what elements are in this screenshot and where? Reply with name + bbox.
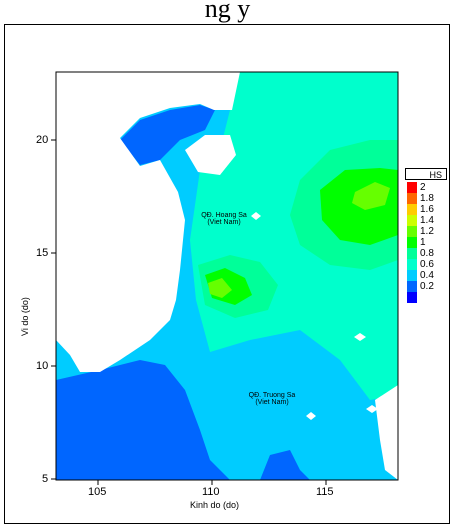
- x-tick-label: 110: [202, 486, 220, 498]
- x-tick-label: 105: [88, 486, 107, 498]
- y-tick-label: 5: [42, 473, 49, 485]
- legend-swatch: [407, 292, 417, 303]
- y-tick-label: 10: [36, 360, 49, 372]
- legend-item: 1.4: [405, 215, 449, 226]
- legend-swatch: [407, 182, 417, 193]
- legend-label: 1: [420, 237, 426, 248]
- island-label-hoang-sa: QĐ. Hoang Sa (Viet Nam): [201, 212, 247, 226]
- island-truong-sa: [306, 412, 316, 420]
- legend-item: 1.6: [405, 204, 449, 215]
- top-text: ng y: [204, 0, 251, 23]
- x-axis-title: Kinh do (do): [190, 500, 240, 510]
- legend-label: 0.8: [420, 248, 434, 259]
- contour-gulf: [120, 105, 215, 165]
- x-tick-label: 115: [316, 486, 334, 498]
- legend-label: 0.2: [420, 281, 434, 292]
- contour-1-2-core-ne: [352, 182, 390, 210]
- legend-item: 1.8: [405, 193, 449, 204]
- legend-swatch: [407, 237, 417, 248]
- legend-swatch: [407, 193, 417, 204]
- island-east-1: [354, 333, 366, 341]
- land-mainland: [56, 72, 240, 372]
- y-axis-title: Vi do (do): [20, 297, 30, 336]
- island-east-2: [366, 405, 378, 413]
- legend-item: 0.8: [405, 248, 449, 259]
- contour-0-2-band: [56, 360, 230, 480]
- plot-border: [55, 71, 399, 481]
- contour-1-2-core-c: [208, 278, 232, 298]
- legend-item: 1.2: [405, 226, 449, 237]
- legend-item: [405, 292, 449, 303]
- y-ticks: [51, 139, 56, 480]
- legend-label: 1.4: [420, 215, 434, 226]
- land-hainan: [185, 135, 236, 175]
- x-ticks: [97, 480, 327, 485]
- legend-item: 0.6: [405, 259, 449, 270]
- legend-label: 0.6: [420, 259, 434, 270]
- legend-swatch: [407, 204, 417, 215]
- island-label-truong-sa: QĐ. Truong Sa (Viet Nam): [248, 392, 296, 406]
- legend-swatch: [407, 248, 417, 259]
- y-tick-label: 15: [36, 247, 49, 259]
- legend-label: 0.4: [420, 270, 434, 281]
- legend-label: 2: [420, 182, 426, 193]
- legend-swatch: [407, 215, 417, 226]
- legend-item: 0.2: [405, 281, 449, 292]
- legend-swatch: [407, 259, 417, 270]
- map-plot-area: [56, 72, 398, 480]
- land-borneo: [375, 385, 398, 480]
- legend-item: 0.4: [405, 270, 449, 281]
- legend: 2 1.8 1.6 1.4 1.2 1 0.8 0.6 0.4 0.2: [405, 182, 449, 320]
- legend-swatch: [407, 270, 417, 281]
- legend-item: 2: [405, 182, 449, 193]
- legend-label: 1.8: [420, 193, 434, 204]
- legend-label: 1.2: [420, 226, 434, 237]
- legend-swatch: [407, 281, 417, 292]
- legend-swatch: [407, 226, 417, 237]
- legend-label: 1.6: [420, 204, 434, 215]
- legend-title: HS: [405, 168, 447, 180]
- contour-0-2-band-south: [260, 450, 310, 480]
- figure-frame: [4, 24, 450, 524]
- island-hoang-sa: [251, 212, 261, 220]
- legend-item: 1: [405, 237, 449, 248]
- y-tick-label: 20: [36, 134, 49, 146]
